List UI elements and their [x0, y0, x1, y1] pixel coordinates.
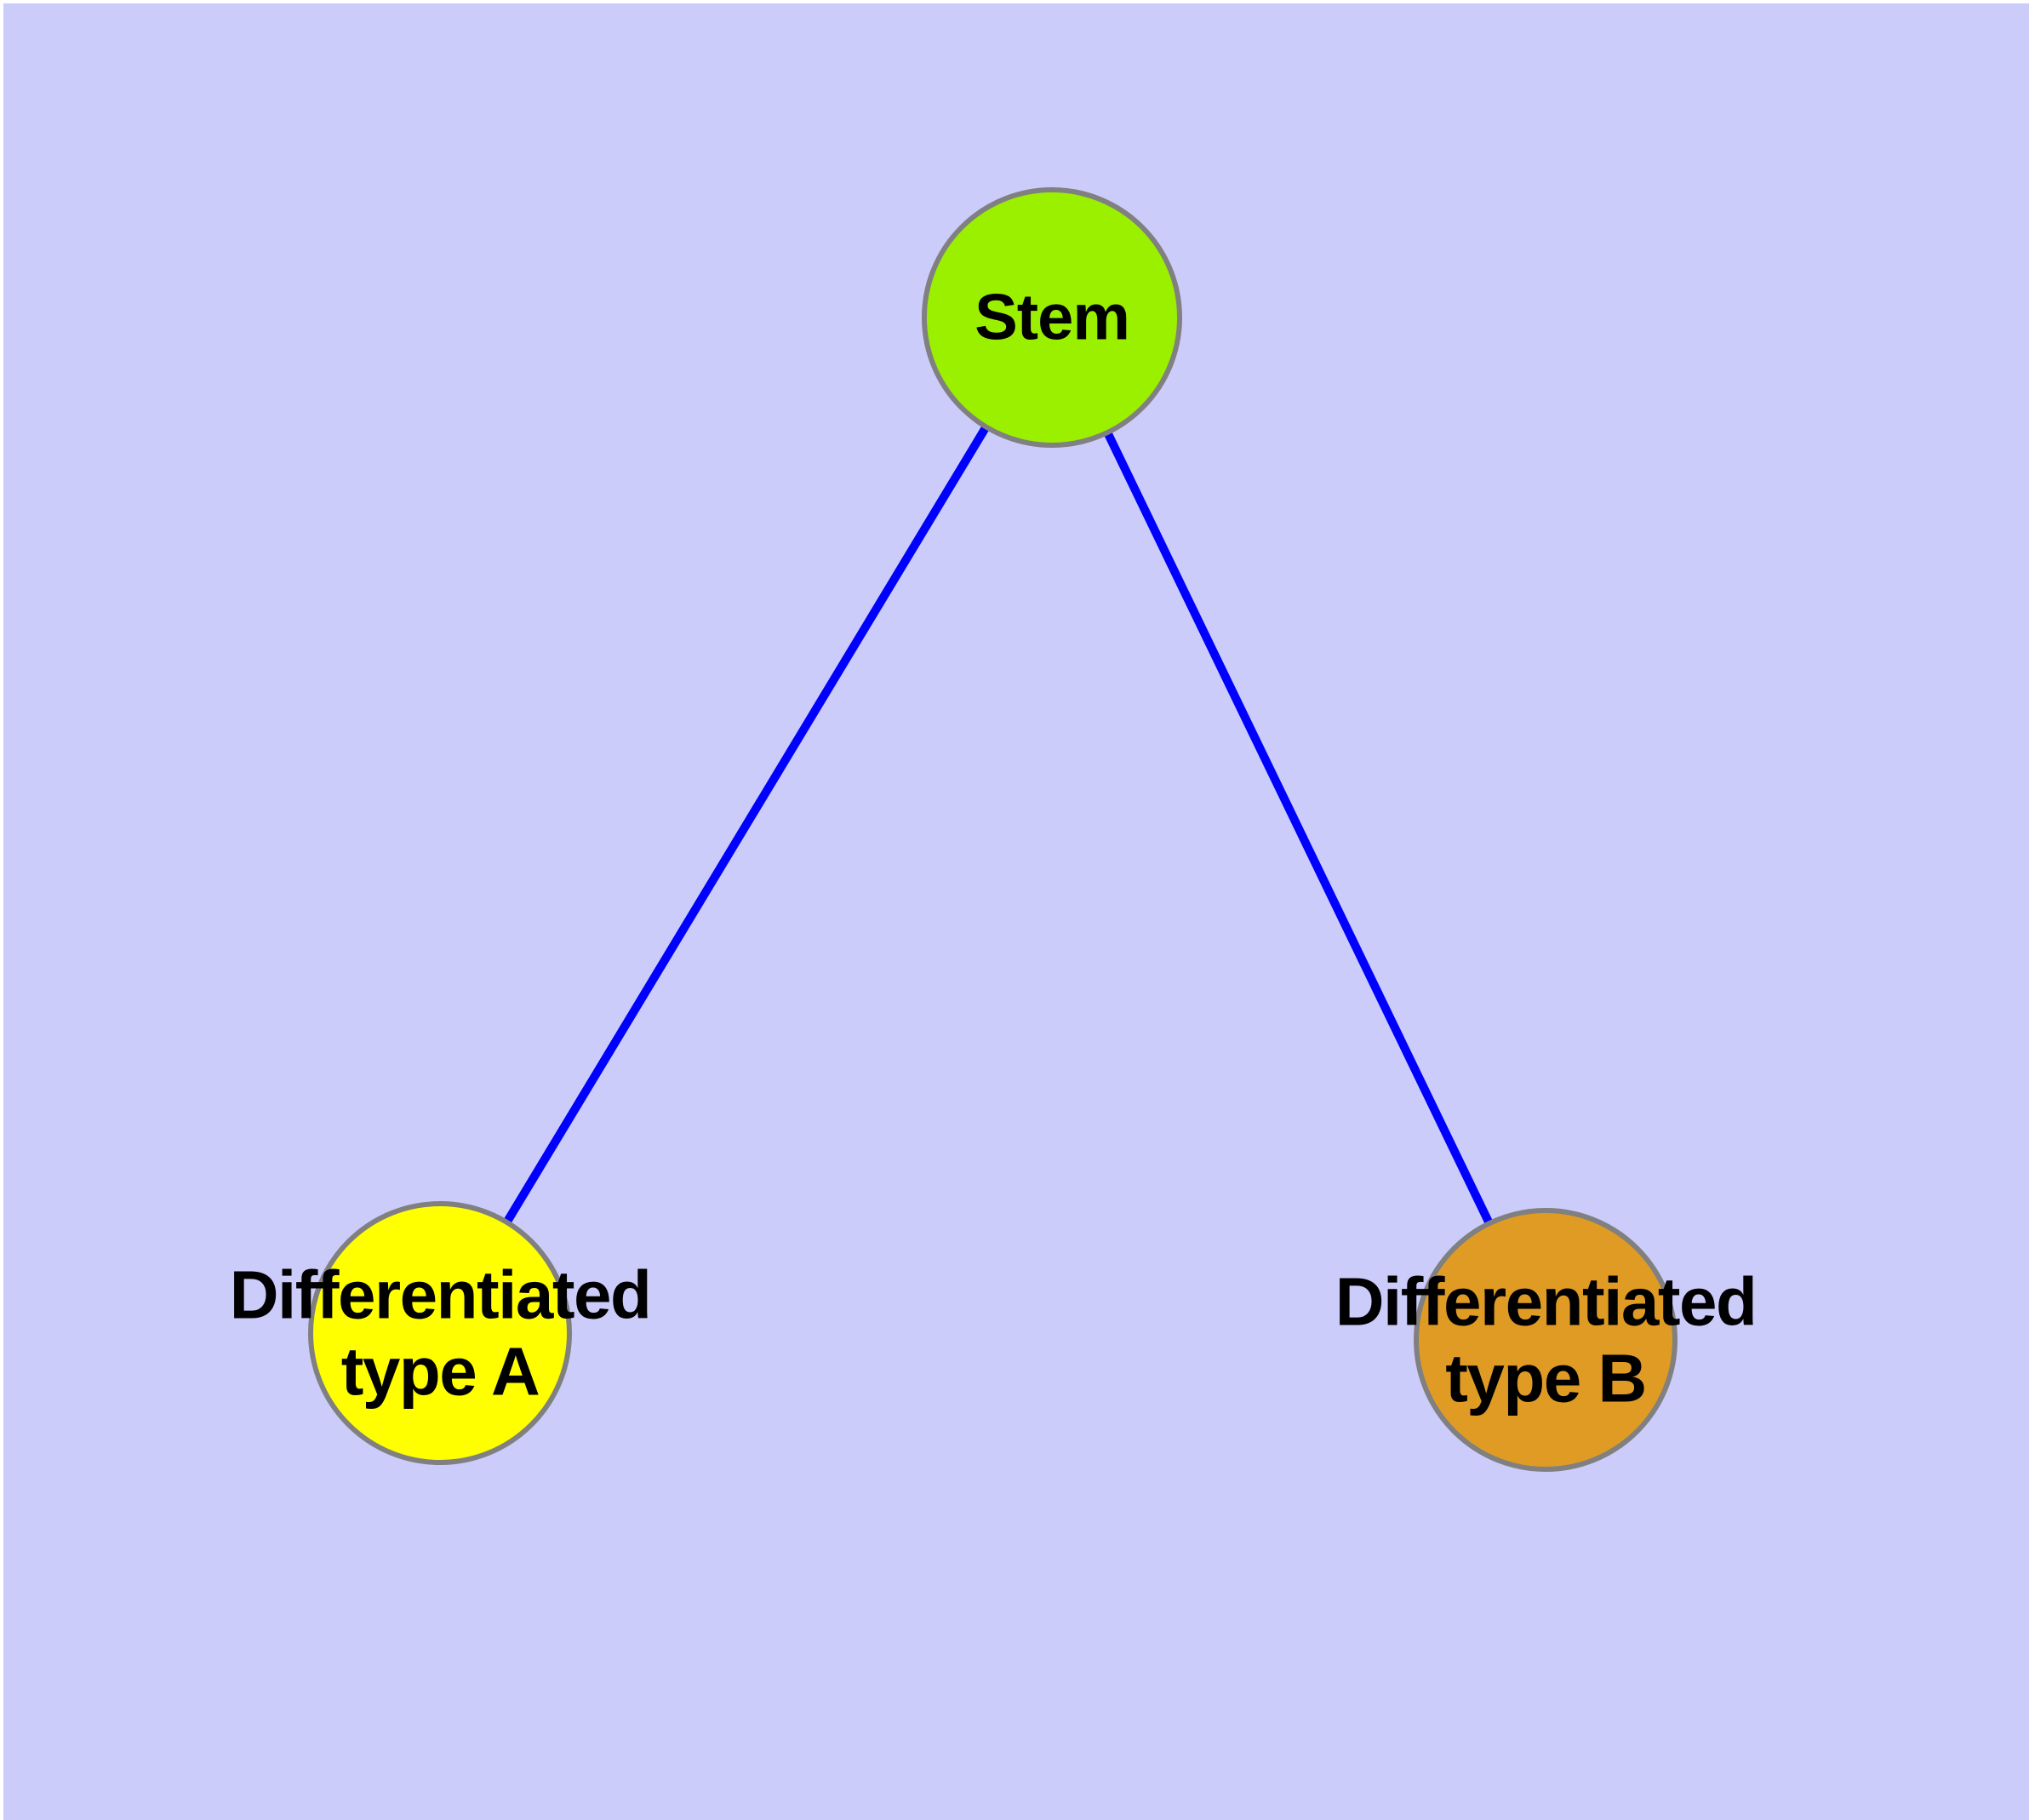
graph-node-diff-b[interactable]	[1414, 1208, 1677, 1472]
graph-node-stem[interactable]	[922, 187, 1182, 448]
edges-layer	[436, 315, 1550, 1342]
graph-node-diff-a[interactable]	[308, 1201, 572, 1465]
graph-edge[interactable]	[436, 315, 1056, 1336]
graph-edge[interactable]	[1048, 315, 1550, 1342]
nodes-layer	[308, 187, 1677, 1472]
